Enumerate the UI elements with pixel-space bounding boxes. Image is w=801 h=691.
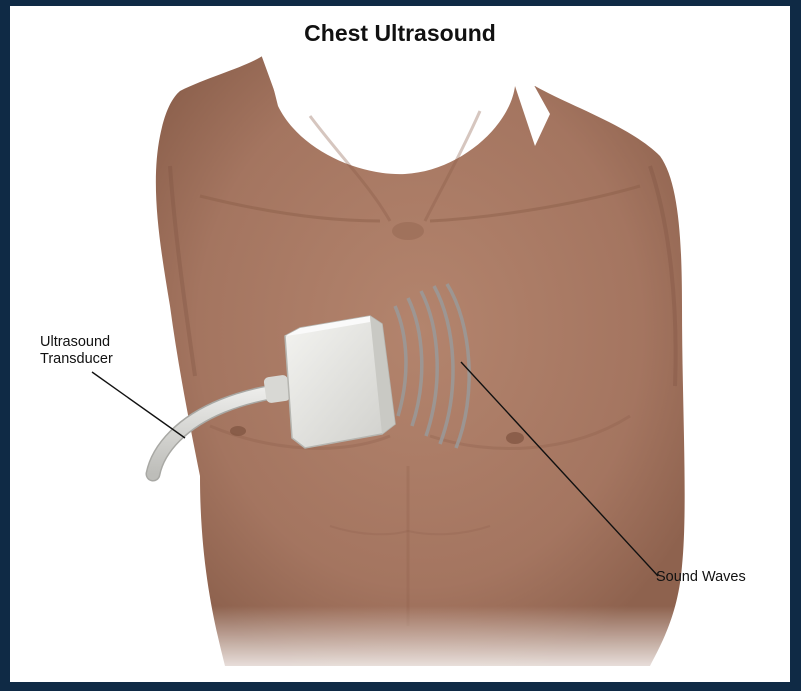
transducer-label-line2: Transducer: [40, 351, 113, 368]
transducer-label-line1: Ultrasound: [40, 334, 113, 351]
transducer-leader-line: [92, 372, 185, 438]
page-title: Chest Ultrasound: [10, 20, 790, 47]
transducer-label: Ultrasound Transducer: [40, 334, 113, 368]
ultrasound-probe-icon[interactable]: [285, 316, 395, 448]
illustration-panel: Chest Ultrasound Ultrasound Transducer S…: [10, 6, 790, 682]
sound-waves-label: Sound Waves: [656, 569, 746, 586]
